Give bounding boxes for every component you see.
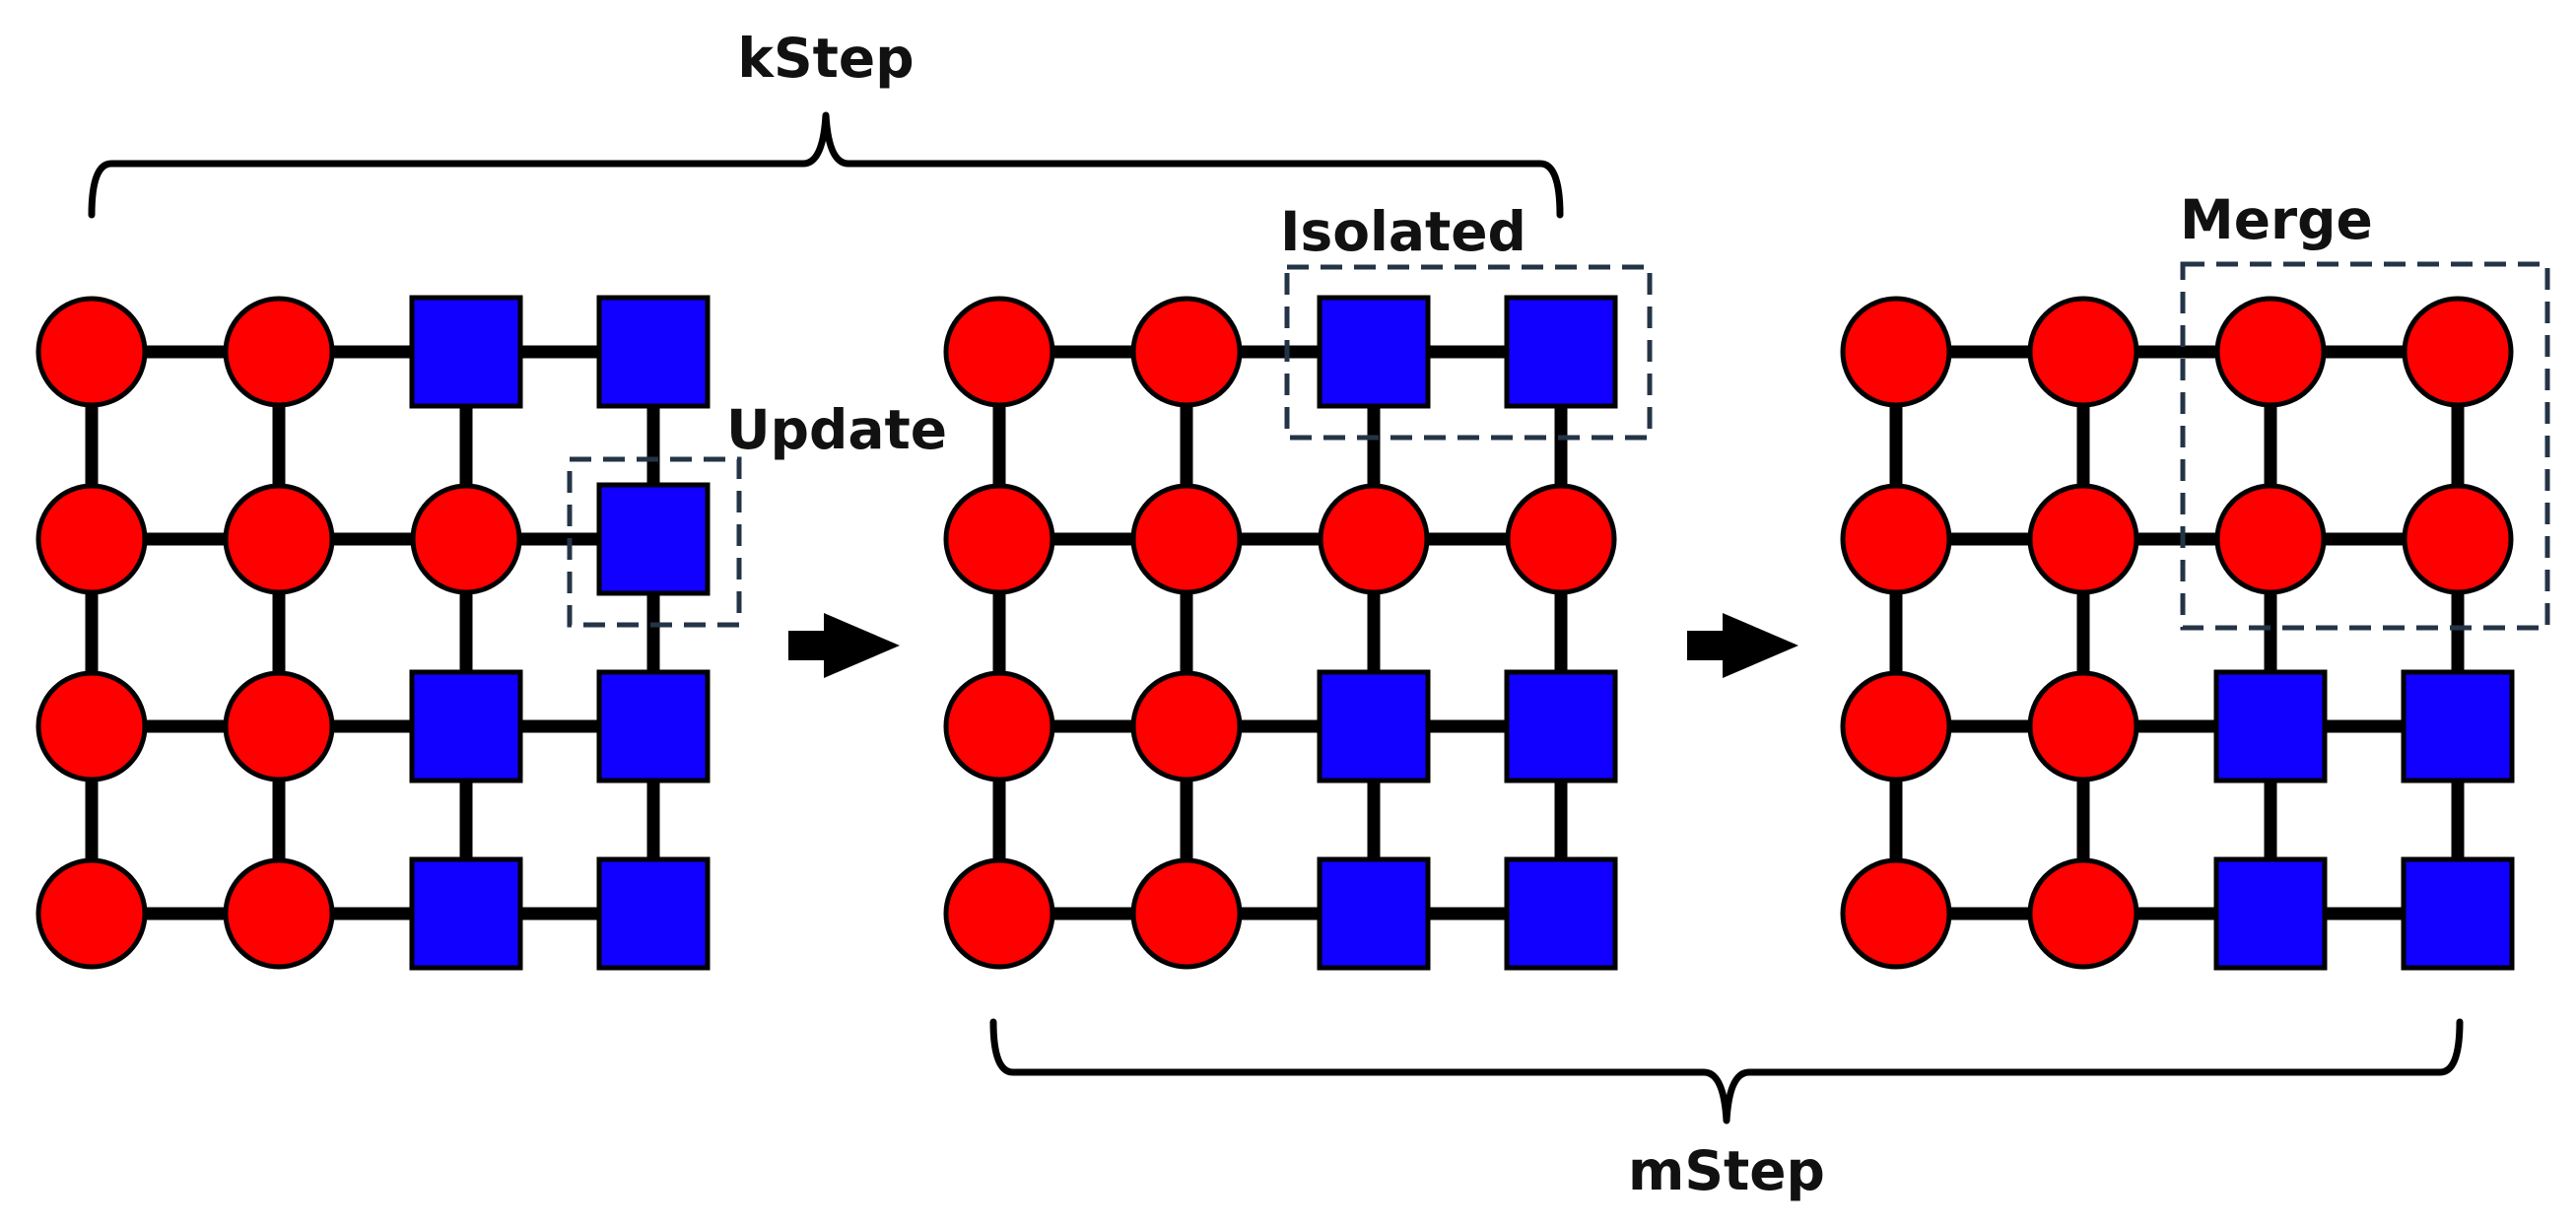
square-node (596, 856, 711, 971)
circle-node (1840, 857, 1952, 970)
square-node (1317, 295, 1431, 409)
arrow-right-icon (788, 613, 900, 678)
circle-node (1840, 483, 1952, 595)
circle-node (2214, 483, 2327, 595)
isolated-highlight-box (1284, 264, 1653, 441)
circle-node (943, 296, 1055, 408)
merge-highlight-box (2180, 261, 2550, 631)
circle-node (35, 857, 148, 970)
square-node (596, 482, 711, 596)
circle-node (943, 857, 1055, 970)
circle-node (1840, 670, 1952, 783)
isolated-label: Isolated (1280, 200, 1526, 263)
circle-node (1840, 296, 1952, 408)
circle-node (223, 857, 335, 970)
circle-node (1318, 483, 1430, 595)
square-node (409, 856, 523, 971)
circle-node (943, 670, 1055, 783)
square-node (2213, 669, 2328, 783)
circle-node (2027, 483, 2139, 595)
circle-node (1130, 483, 1243, 595)
square-node (596, 295, 711, 409)
square-node (1317, 856, 1431, 971)
square-node (596, 669, 711, 783)
circle-node (223, 483, 335, 595)
circle-node (35, 483, 148, 595)
circle-node (1130, 857, 1243, 970)
square-node (2213, 856, 2328, 971)
arrow-right-icon (1687, 613, 1798, 678)
circle-node (2027, 296, 2139, 408)
circle-node (1130, 296, 1243, 408)
kstep-brace (88, 111, 1564, 219)
square-node (1504, 669, 1618, 783)
square-node (409, 669, 523, 783)
circle-node (2214, 296, 2327, 408)
square-node (1504, 295, 1618, 409)
circle-node (223, 670, 335, 783)
square-node (1504, 856, 1618, 971)
circle-node (35, 670, 148, 783)
kstep-label: kStep (737, 27, 914, 90)
circle-node (2402, 483, 2514, 595)
square-node (2401, 856, 2515, 971)
update-highlight-box (567, 456, 742, 628)
mstep-brace (989, 1018, 2464, 1124)
mstep-label: mStep (1628, 1139, 1825, 1202)
panel-merged (1840, 296, 2515, 971)
circle-node (1505, 483, 1617, 595)
circle-node (943, 483, 1055, 595)
circle-node (2027, 670, 2139, 783)
panel-before-update (35, 295, 711, 971)
update-label: Update (726, 398, 947, 461)
square-node (2401, 669, 2515, 783)
circle-node (1130, 670, 1243, 783)
circle-node (410, 483, 522, 595)
circle-node (35, 296, 148, 408)
panel-isolated (943, 295, 1618, 971)
square-node (1317, 669, 1431, 783)
square-node (409, 295, 523, 409)
circle-node (2027, 857, 2139, 970)
circle-node (223, 296, 335, 408)
merge-label: Merge (2180, 188, 2373, 251)
circle-node (2402, 296, 2514, 408)
